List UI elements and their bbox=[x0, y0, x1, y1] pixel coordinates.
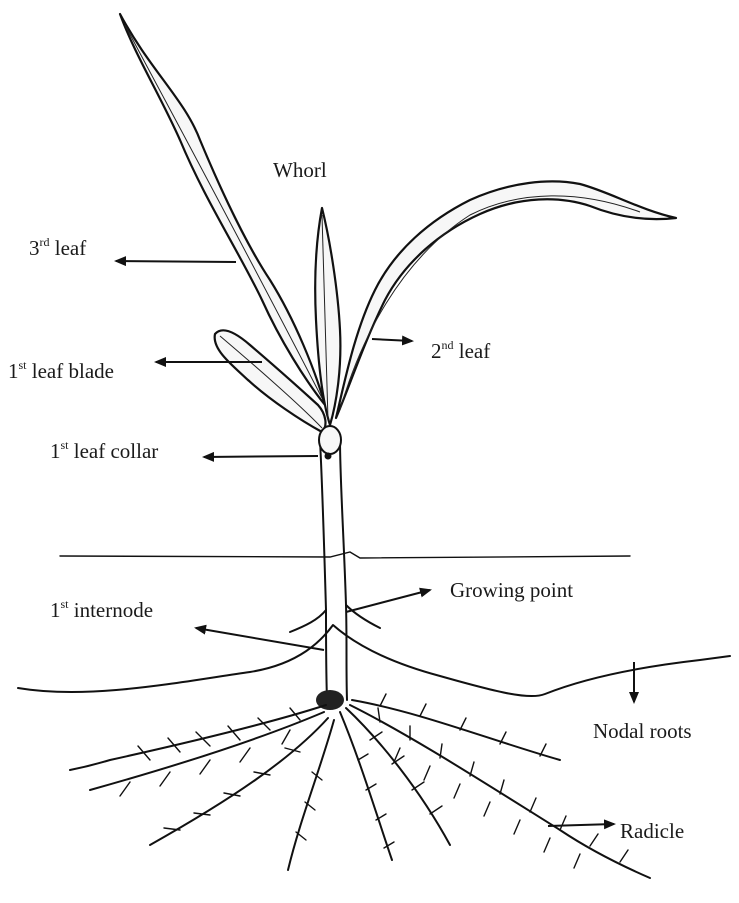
label-nodal-roots: Nodal roots bbox=[593, 719, 692, 743]
root-system bbox=[70, 690, 650, 878]
label-first-internode: 1st internode bbox=[50, 597, 153, 622]
second-leaf bbox=[336, 181, 676, 418]
label-whorl: Whorl bbox=[273, 158, 327, 182]
arrow-third-leaf bbox=[116, 261, 236, 262]
arrow-radicle bbox=[548, 824, 614, 826]
arrow-first-leaf-collar bbox=[204, 456, 318, 457]
label-second-leaf: 2nd leaf bbox=[431, 338, 490, 363]
soil-contour-line bbox=[18, 625, 730, 696]
label-first-leaf-collar: 1st leaf collar bbox=[50, 438, 158, 463]
label-radicle: Radicle bbox=[620, 819, 684, 843]
arrow-first-internode bbox=[196, 628, 324, 650]
label-third-leaf: 3rd leaf bbox=[29, 235, 86, 260]
stem bbox=[290, 426, 380, 700]
arrow-growing-point bbox=[346, 590, 430, 612]
label-growing-point: Growing point bbox=[450, 578, 573, 602]
label-first-leaf-blade: 1st leaf blade bbox=[8, 358, 114, 383]
arrow-second-leaf bbox=[372, 339, 412, 341]
